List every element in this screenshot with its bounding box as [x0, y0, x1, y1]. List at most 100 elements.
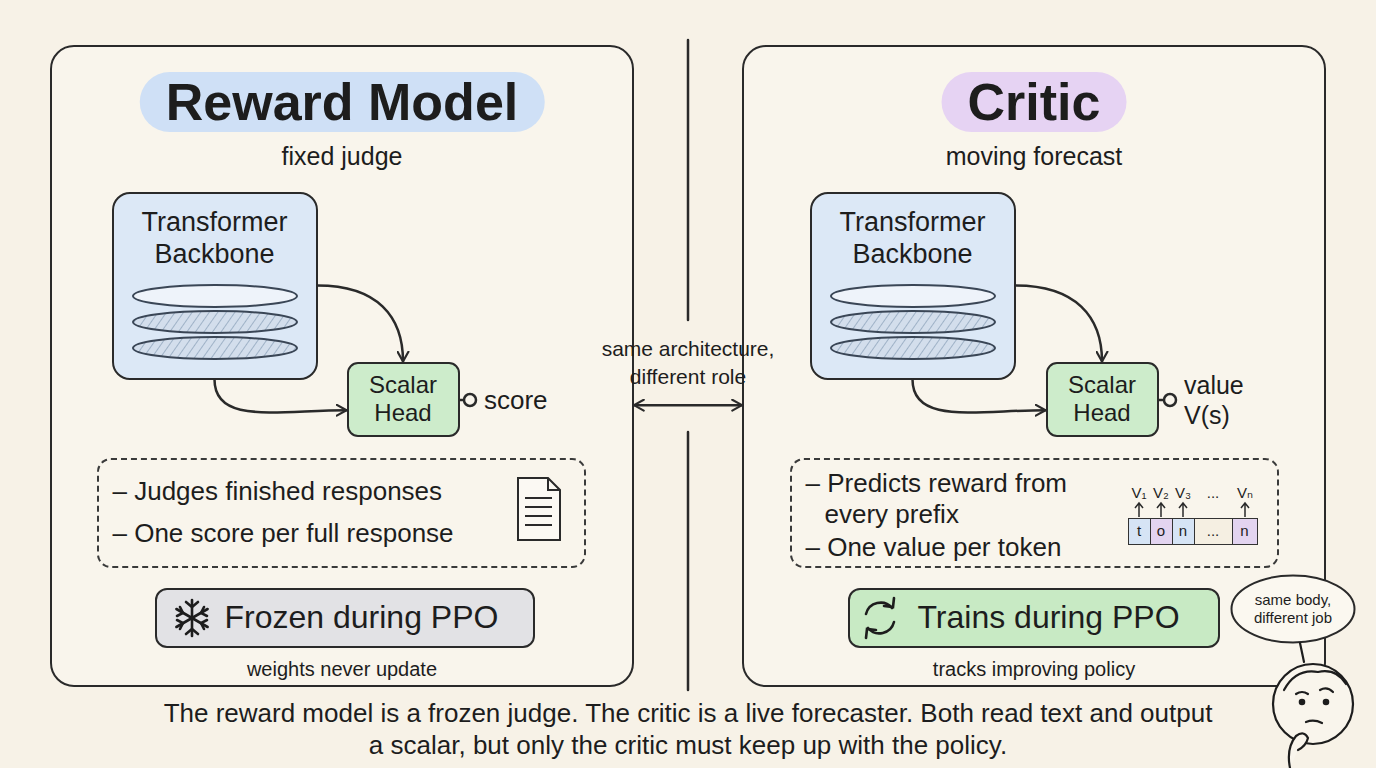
panel-title: Reward Model	[140, 72, 545, 132]
snowflake-branch	[177, 607, 207, 629]
bullet-text: – Predicts reward from every prefix	[806, 468, 1128, 530]
box-label: Transformer Backbone	[114, 206, 316, 270]
thinking-person	[1273, 643, 1353, 768]
panel-subtitle: moving forecast	[744, 141, 1324, 171]
backbone-box: Transformer Backbone	[112, 192, 318, 380]
person-hair	[1284, 671, 1346, 690]
document-line	[525, 524, 552, 526]
output-wire	[1159, 399, 1164, 402]
snowflake-branch	[177, 607, 207, 629]
panel: Reward Model fixed judgeTransformer Backb…	[50, 45, 634, 687]
connector-arrow	[1016, 286, 1103, 362]
person-eye	[1324, 700, 1328, 704]
token-cell: n	[1232, 518, 1258, 545]
leader-arrow	[1241, 503, 1249, 517]
output-wire	[460, 399, 464, 402]
person-head	[1273, 664, 1353, 744]
box-label: Scalar Head	[1048, 371, 1157, 427]
token-value: V₃	[1168, 484, 1198, 502]
refresh-arc	[866, 603, 892, 614]
status-text: Trains during PPO	[918, 590, 1180, 645]
document-line	[525, 506, 552, 508]
snowflake-arm	[176, 609, 207, 627]
document-line	[525, 497, 552, 499]
output-terminal	[464, 394, 476, 406]
snowflake-arm	[176, 609, 207, 627]
bullet-text: – Judges finished responses	[113, 476, 443, 507]
token-char: o	[1151, 519, 1172, 542]
document-sheet	[518, 478, 560, 540]
snowflake-branch	[186, 602, 198, 634]
bubble-shape	[1232, 576, 1355, 643]
token-cell: t	[1128, 518, 1151, 545]
status-pill: Trains during PPO	[848, 588, 1220, 648]
note-box: – Predicts reward from every prefix– One…	[790, 458, 1279, 568]
token-value: Vₙ	[1230, 484, 1260, 502]
refresh-arc	[868, 622, 894, 633]
layer-disc	[831, 285, 995, 307]
status-pill: Frozen during PPO	[155, 588, 535, 648]
layer-disc	[133, 337, 297, 359]
leader-arrow	[1135, 503, 1143, 517]
connector-arrow	[913, 380, 1046, 413]
layer-stack	[133, 285, 297, 359]
person-brow	[1296, 688, 1333, 694]
pill-note: tracks improving policy	[884, 657, 1184, 681]
connector-arrow	[215, 380, 347, 413]
refresh-icon	[866, 598, 894, 638]
head-box: Scalar Head	[347, 362, 460, 437]
snowflake-arm	[191, 600, 194, 636]
output-terminal	[1164, 394, 1176, 406]
refresh-head	[866, 629, 876, 638]
panel-title: Critic	[942, 72, 1127, 132]
pill-note: weights never update	[192, 657, 492, 681]
token-cell: n	[1172, 518, 1195, 545]
box-label: Transformer Backbone	[812, 206, 1014, 270]
status-text: Frozen during PPO	[225, 590, 499, 645]
leader-arrow	[1157, 503, 1165, 517]
person-mouth	[1306, 721, 1322, 723]
divider-line	[687, 40, 690, 320]
token-char: n	[1233, 519, 1257, 542]
token-value-arrows	[1135, 503, 1249, 517]
caption: The reward model is a frozen judge. The …	[160, 697, 1216, 761]
document-icon	[518, 478, 560, 540]
leader-arrow	[1179, 503, 1187, 517]
person-eye	[1300, 700, 1304, 704]
layer-stack	[831, 285, 995, 359]
bubble-tail	[1300, 643, 1304, 662]
connector-arrow	[634, 404, 742, 407]
person-hand	[1289, 733, 1308, 768]
bullet-text: – One score per full response	[113, 518, 454, 549]
token-char: t	[1129, 519, 1150, 542]
token-cell: ...	[1194, 518, 1233, 545]
head-box: Scalar Head	[1046, 362, 1159, 437]
token-value: V₁	[1124, 484, 1154, 502]
output-label: value V(s)	[1184, 370, 1260, 430]
token-value: ...	[1198, 484, 1228, 502]
bullet-text: – One value per token	[806, 532, 1062, 563]
panel-subtitle: fixed judge	[52, 141, 632, 171]
speech-bubble: same body, different job	[1230, 574, 1356, 644]
document-fold	[548, 478, 560, 490]
layer-disc	[133, 311, 297, 333]
layer-disc	[831, 311, 995, 333]
divider-line	[687, 432, 690, 690]
bubble-text: same body, different job	[1240, 591, 1346, 627]
token-value: V₂	[1146, 484, 1176, 502]
backbone-box: Transformer Backbone	[810, 192, 1016, 380]
output-label: score	[484, 384, 548, 416]
snowflake-icon	[176, 600, 207, 636]
document-line	[525, 515, 552, 517]
layer-disc	[133, 285, 297, 307]
token-char: ...	[1195, 519, 1232, 542]
connector-arrow	[318, 286, 404, 362]
refresh-head	[884, 598, 894, 607]
box-label: Scalar Head	[349, 371, 458, 427]
layer-disc	[831, 337, 995, 359]
connector-label: same architecture, different role	[583, 335, 793, 391]
token-char: n	[1173, 519, 1194, 542]
note-box: – Judges finished responses – One score p…	[97, 458, 586, 568]
token-cell: o	[1150, 518, 1173, 545]
